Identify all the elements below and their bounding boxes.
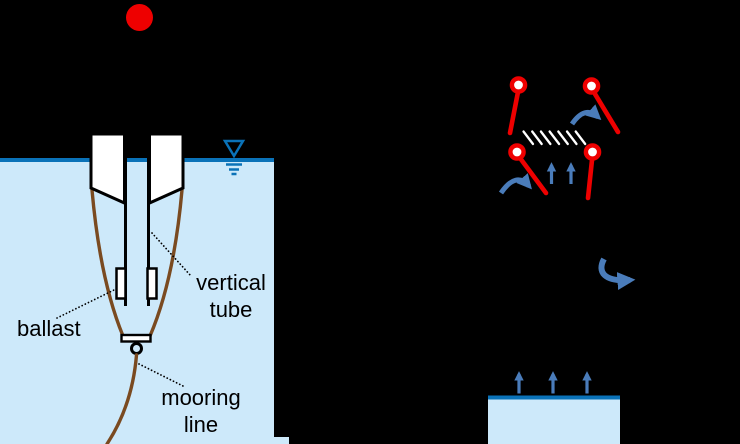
water-edge-notch (274, 437, 289, 444)
ballast-block-left (115, 267, 127, 300)
heaving-buoy-diagram: ballast vertical tube mooring line (0, 4, 289, 444)
bridle-curve-right (148, 188, 184, 338)
link-bottom-right (585, 157, 595, 201)
vertical-tube-leader-line (151, 232, 192, 277)
mooring-leader-line (138, 363, 184, 387)
bridle-curve-left (90, 188, 125, 338)
ballast-block-right (146, 267, 158, 300)
ballast-leader-line (56, 288, 117, 319)
sea-water-body (0, 158, 274, 444)
swoosh-arrow-icon (598, 257, 636, 290)
ballast-label: ballast (17, 316, 81, 341)
water-level-icon (222, 139, 246, 176)
vertical-tube-label-line1: vertical (196, 270, 266, 295)
pin-joint-top-left (509, 76, 528, 94)
water-block (488, 398, 620, 444)
mooring-line-curve (105, 353, 139, 444)
pin-joint-bottom-right (583, 143, 602, 161)
mooring-line-label-line2: line (184, 412, 218, 437)
red-marker-dot (126, 4, 153, 31)
clamp-bar (120, 333, 152, 343)
link-bottom-left (517, 155, 549, 196)
pin-joint-bottom-left (508, 143, 526, 161)
link-top-left (507, 89, 521, 136)
mooring-line-label-line1: mooring (161, 385, 240, 410)
rotation-arrow-top-icon (569, 104, 602, 126)
fixed-wall-hatching (522, 130, 587, 146)
vertical-tube-label-line2: tube (210, 297, 253, 322)
pin-joint-top-right (582, 77, 601, 95)
rotation-arrow-bottom-icon (498, 173, 532, 195)
link-top-right (592, 91, 621, 135)
linkage-diagram (488, 76, 636, 444)
